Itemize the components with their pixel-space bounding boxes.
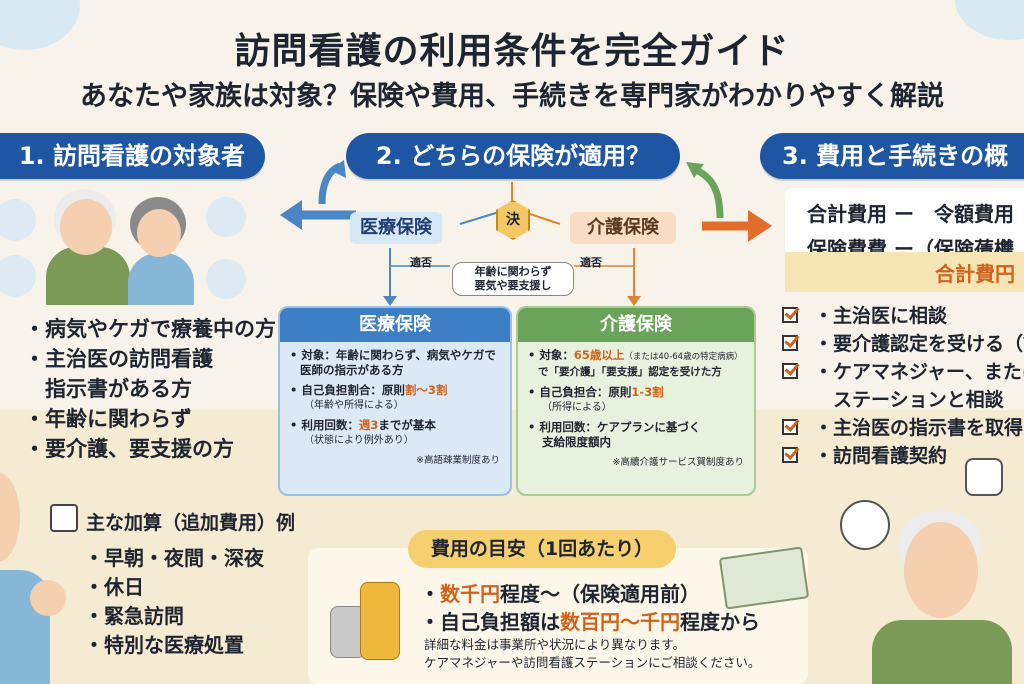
medical-insurance-tag: 医療保険 (350, 212, 442, 244)
medical-insurance-card: 医療保険 • 対象：年齢に関わらず、病気やケガで 医師の指示がある方 • 自己負… (278, 306, 512, 496)
care-insurance-card: 介護保険 • 対象：65歳以上（または40-64歳の特定病病） で「要介護」「要… (516, 306, 756, 496)
page-subtitle: あなたや家族は対象？保険や費用、手続きを専門家がわかりやすく解説 (80, 81, 944, 112)
list-item: ・早朝・夜間・深夜 (84, 546, 264, 570)
list-item: ・要介護認定を受ける（認 (778, 330, 1024, 358)
checkbox-icon (782, 307, 798, 323)
list-item: ・特別な医療処置 (84, 633, 244, 657)
flow-arrows (280, 160, 772, 306)
section-cost-heading: 3. 費用と手続きの概 (760, 133, 1024, 179)
cost-estimate-title: 費用の目安（1回あたり） (408, 530, 676, 568)
coins-icon (330, 576, 406, 662)
list-item: ・年齢に関わらず (24, 407, 192, 431)
clock-icon (0, 199, 36, 241)
medical-visits: • 利用回数：週3までが基本 (290, 418, 436, 432)
estimate-line-2: ・自己負担額は数百円〜千円程度から (420, 610, 760, 634)
care-visits: • 利用回数：ケアプランに基づく (528, 420, 701, 434)
care-card-title: 介護保険 (518, 308, 754, 342)
care-footnote: ※高續介護サービス賀制度あり (612, 457, 744, 468)
up-down-arrow-icon (965, 458, 1003, 496)
estimate-line-1: ・数千円程度〜（保険適用前） (420, 582, 700, 606)
elderly-man-illustration (840, 458, 1024, 684)
nurse-illustration (0, 470, 80, 684)
care-burden: • 自己負担合：原則1-3割 (528, 385, 664, 399)
checkbox-icon (782, 447, 798, 463)
cost-line: 合計費用 ー 令額費用 (807, 202, 1014, 226)
list-item: ・ケアマネジャー、または (778, 358, 1024, 386)
estimate-note: 詳細な料金は事業所や状況により異なります。 ケアマネジャーや訪問看護ステーション… (424, 637, 761, 670)
applies-label: 適否 (410, 256, 432, 269)
care-insurance-tag: 介護保険 (570, 212, 676, 244)
addon-list: ・早朝・夜間・深夜 ・休日 ・緊急訪問 ・特別な医療処置 (84, 544, 264, 660)
flow-middle-note: 年齢に関わらず 要気や要支援し (452, 262, 574, 296)
list-item: 指示書がある方 (24, 377, 192, 401)
list-item: ・訪問看護契約 (778, 442, 1024, 470)
list-item: ・緊急訪問 (84, 604, 184, 628)
addon-title: 主な加算（追加費用）例 (86, 512, 296, 534)
section-insurance-heading: 2. どちらの保険が適用？ (346, 133, 680, 179)
applies-label: 適否 (580, 256, 602, 269)
phone-icon (0, 255, 36, 297)
target-list: ・病気やケガで療養中の方 ・主治医の訪問看護 指示書がある方 ・年齢に関わらず … (24, 314, 276, 464)
checkbox-icon (782, 363, 798, 379)
medical-footnote: ※高語疎業制度あり (416, 455, 500, 466)
list-item: ・主治医の指示書を取得 (778, 414, 1024, 442)
swap-arrows-icon (840, 500, 890, 550)
cost-total: 合計費円 (935, 262, 1015, 286)
memo-icon (50, 504, 78, 532)
medical-target: • 対象：年齢に関わらず、病気やケガで (290, 348, 496, 362)
elderly-couple-illustration (0, 185, 260, 305)
hand (30, 580, 66, 616)
list-item: ・病気やケガで療養中の方 (24, 317, 276, 341)
section-target-heading: 1. 訪問看護の対象者 (0, 133, 265, 179)
care-target: • 対象：65歳以上（または40-64歳の特定病病） (528, 348, 743, 362)
medical-card-title: 医療保険 (280, 308, 510, 342)
chat-icon (206, 259, 246, 299)
page-title: 訪問看護の利用条件を完全ガイド (234, 31, 790, 72)
list-item: ・休日 (84, 575, 144, 599)
procedure-steps: ・主治医に相談 ・要介護認定を受ける（認 ・ケアマネジャー、または ステーション… (778, 302, 1024, 470)
cost-total-band (785, 252, 1024, 292)
list-item: ・主治医に相談 (778, 302, 1024, 330)
checkbox-icon (782, 335, 798, 351)
list-item: ステーションと相談 (814, 389, 1004, 411)
list-item: ・要介護、要支援の方 (24, 437, 234, 461)
list-item: ・主治医の訪問看護 (24, 347, 213, 371)
checkbox-icon (782, 419, 798, 435)
medical-burden: • 自己負担割合：原則割〜3割 (290, 383, 448, 397)
document-icon (206, 197, 246, 237)
